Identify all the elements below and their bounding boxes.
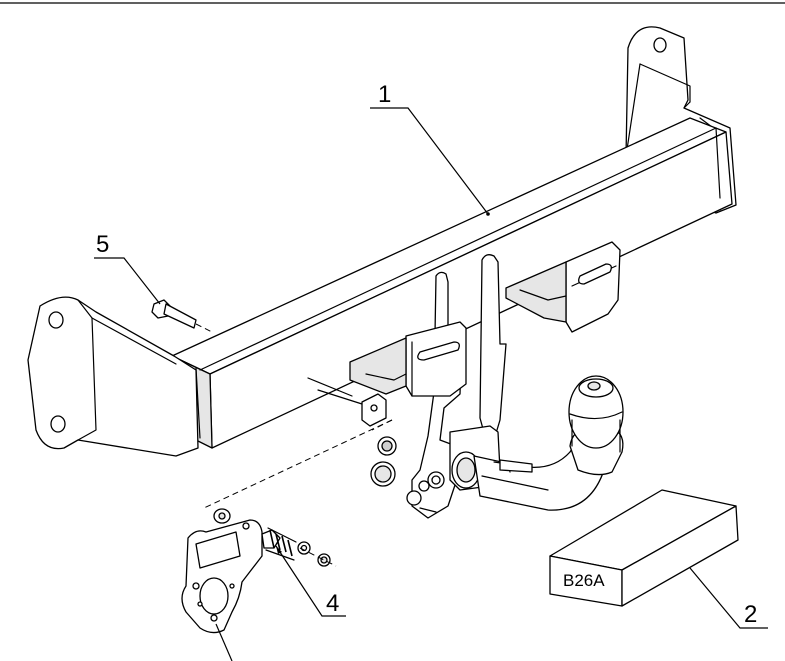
package-box [549,489,739,607]
right-support-bracket [505,241,621,333]
callout-3-leader-stub [215,623,233,661]
callout-2-leader [689,567,768,629]
callout-4-leader [275,545,346,617]
left-mounting-bracket [27,296,199,457]
electrical-socket-plate [181,508,263,634]
callout-2-label: 2 [744,601,757,628]
dashed-guide-line [371,419,393,431]
package-box-label: B26A [563,571,605,590]
callout-5-label: 5 [96,231,109,258]
plate-fasteners [370,436,397,487]
callout-1-label: 1 [378,81,391,108]
callout-4-label: 4 [326,590,339,617]
socket-holder-bracket [307,377,387,427]
bolt-part-5 [151,299,213,333]
bolt-spring-assembly [261,527,337,567]
tow-ball-neck [449,375,624,511]
callout-5-leader [94,257,161,305]
dashed-guide-line [203,419,393,509]
callout-1-leader [370,107,489,215]
